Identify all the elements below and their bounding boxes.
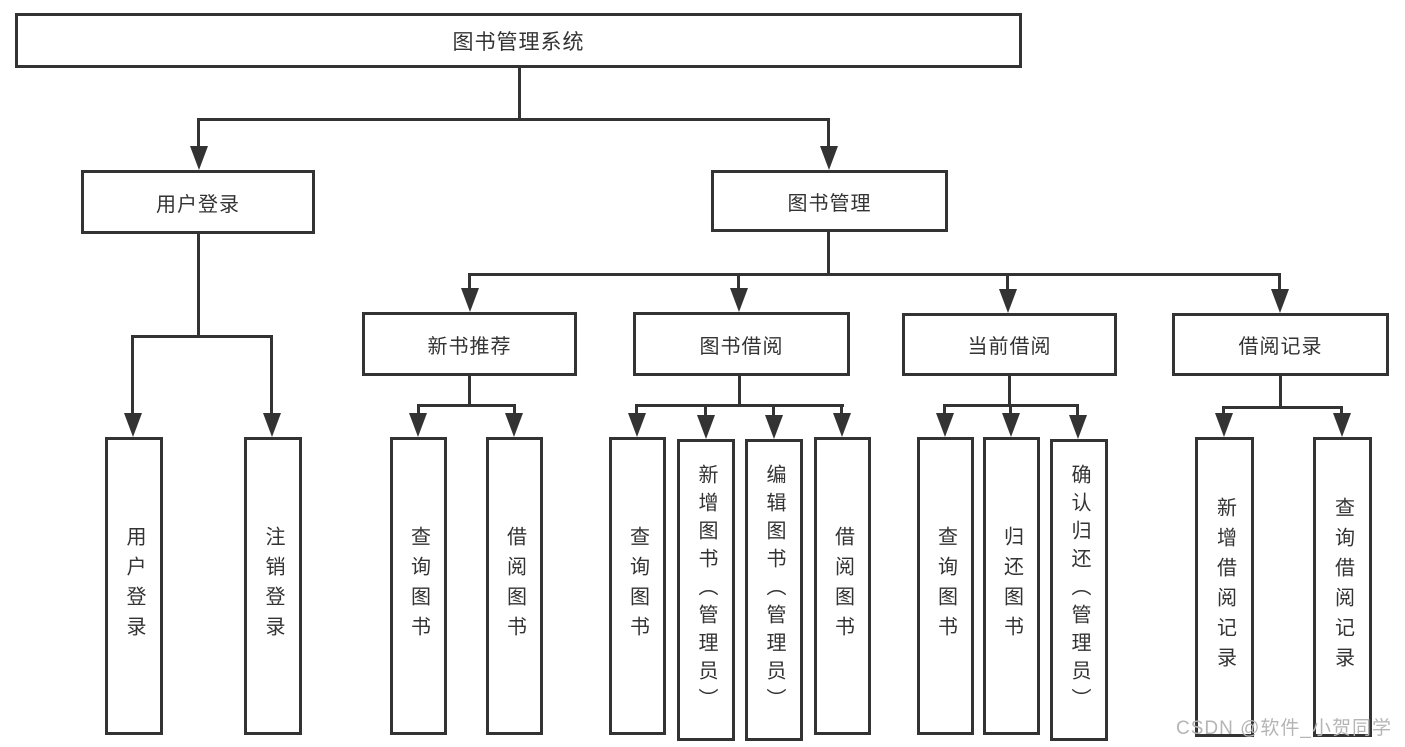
connector-to-bb-edit <box>772 407 775 419</box>
leaf-cb-confirm-return-admin: 确认归还（管理员） <box>1050 439 1108 741</box>
node-root: 图书管理系统 <box>15 13 1022 68</box>
arrowhead-bb-add <box>697 415 715 439</box>
connector-to-cb-confirm <box>1076 407 1079 419</box>
node-user-login: 用户登录 <box>81 170 315 234</box>
connector-to-current-borrowing <box>1006 276 1009 296</box>
connector-to-user-login <box>197 121 200 151</box>
node-current-borrowing: 当前借阅 <box>902 313 1117 376</box>
leaf-br-add-record: 新增借阅记录 <box>1195 437 1254 737</box>
connector-to-leaf-user-login <box>131 338 134 418</box>
leaf-user-login: 用户登录 <box>105 437 163 735</box>
connector-cb-drop <box>1008 376 1011 404</box>
arrowhead-br-query <box>1333 413 1351 437</box>
connector-to-borrowing-records <box>1278 276 1281 296</box>
connector-cb-split <box>943 404 1079 407</box>
csdn-watermark: CSDN @软件_小贺同学 <box>1176 718 1392 739</box>
arrowhead-user-login <box>190 146 208 170</box>
node-new-book-recommend: 新书推荐 <box>362 312 577 376</box>
leaf-cb-query-books: 查询图书 <box>917 437 974 735</box>
arrowhead-borrowing-records <box>1271 289 1289 313</box>
arrowhead-nbr-borrow <box>505 413 523 437</box>
connector-root-drop <box>518 68 521 118</box>
connector-to-new-book-recommend <box>468 276 471 296</box>
connector-to-cb-return <box>1009 407 1012 417</box>
connector-br-split <box>1222 406 1343 409</box>
connector-to-nbr-borrow <box>513 407 516 417</box>
connector-user-login-split <box>131 335 273 338</box>
node-book-borrowing: 图书借阅 <box>633 312 850 376</box>
node-book-management: 图书管理 <box>711 170 948 232</box>
connector-book-management-drop <box>827 232 830 273</box>
connector-user-login-drop <box>197 234 200 335</box>
leaf-nbr-borrow-books: 借阅图书 <box>486 437 543 735</box>
arrowhead-new-book-recommend <box>461 288 479 312</box>
connector-nbr-split <box>417 404 516 407</box>
leaf-bb-borrow-books: 借阅图书 <box>814 437 871 735</box>
arrowhead-cb-query <box>936 413 954 437</box>
connector-to-book-borrowing <box>737 276 740 296</box>
arrowhead-nbr-query <box>409 413 427 437</box>
leaf-bb-edit-books-admin: 编辑图书（管理员） <box>745 439 803 741</box>
leaf-bb-query-books: 查询图书 <box>609 437 666 735</box>
arrowhead-br-add <box>1215 413 1233 437</box>
connector-bb-split <box>635 404 844 407</box>
arrowhead-cb-return <box>1002 413 1020 437</box>
arrowhead-leaf-logout <box>263 413 281 437</box>
connector-root-split <box>197 118 830 121</box>
connector-to-bb-query <box>635 407 638 417</box>
leaf-bb-add-books-admin: 新增图书（管理员） <box>677 439 735 741</box>
arrowhead-bb-borrow <box>833 413 851 437</box>
connector-to-bb-add <box>704 407 707 419</box>
connector-bb-drop <box>738 376 741 404</box>
leaf-br-query-record: 查询借阅记录 <box>1313 437 1372 737</box>
leaf-nbr-query-books: 查询图书 <box>390 437 447 735</box>
leaf-logout: 注销登录 <box>244 437 302 735</box>
connector-to-leaf-logout <box>270 338 273 418</box>
node-borrowing-records: 借阅记录 <box>1172 313 1389 376</box>
connector-book-management-split <box>468 273 1281 276</box>
connector-to-book-management <box>827 121 830 151</box>
connector-nbr-drop <box>468 376 471 404</box>
connector-br-drop <box>1279 376 1282 406</box>
arrowhead-book-management <box>820 146 838 170</box>
connector-to-cb-query <box>943 407 946 417</box>
arrowhead-book-borrowing <box>730 288 748 312</box>
arrowhead-leaf-user-login <box>124 413 142 437</box>
arrowhead-bb-edit <box>765 415 783 439</box>
arrowhead-cb-confirm <box>1069 415 1087 439</box>
arrowhead-bb-query <box>628 413 646 437</box>
connector-to-bb-borrow <box>840 407 843 417</box>
arrowhead-current-borrowing <box>999 289 1017 313</box>
leaf-cb-return-books: 归还图书 <box>983 437 1040 735</box>
connector-to-nbr-query <box>417 407 420 417</box>
